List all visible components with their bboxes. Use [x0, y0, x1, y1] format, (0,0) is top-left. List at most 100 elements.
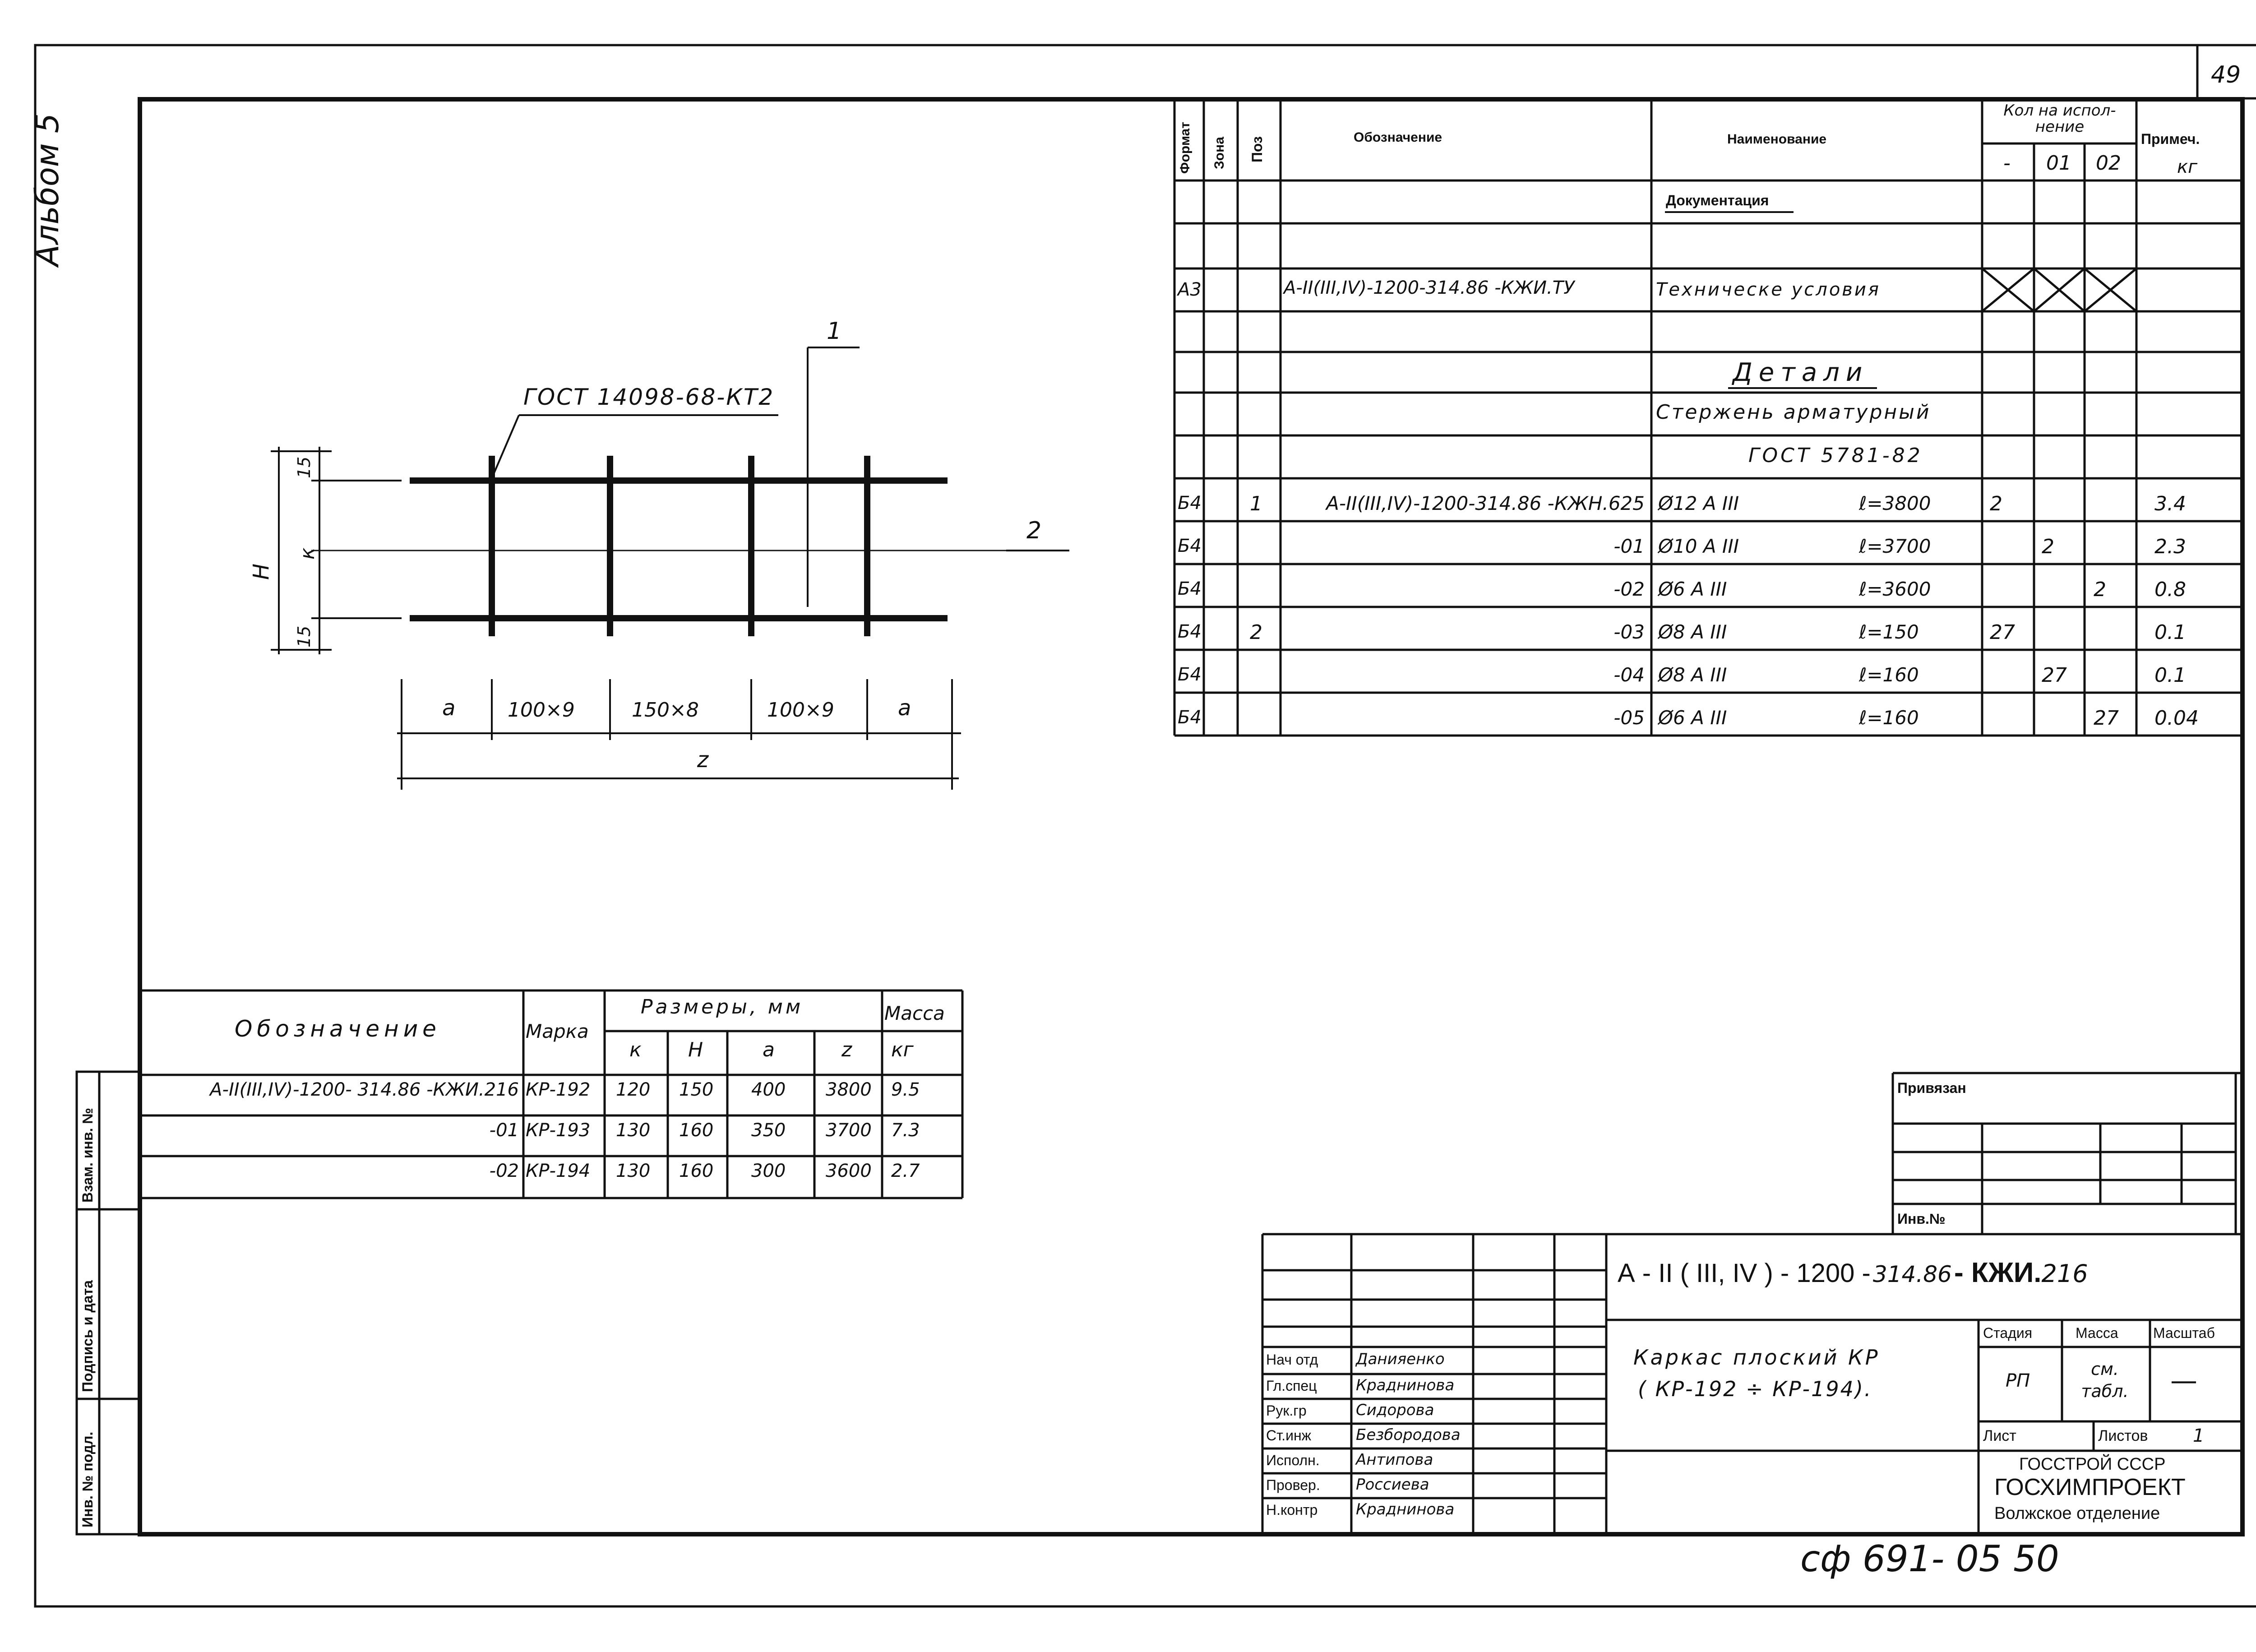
mass-label: Масса [2076, 1325, 2118, 1341]
size-row-mark: КР-193 [526, 1120, 591, 1141]
dim-15-top: 15 [294, 456, 314, 478]
side-stamp-grid [75, 1070, 141, 1536]
dim-100x9-left: 100×9 [508, 699, 575, 722]
spec-row-designation: -01 [1613, 535, 1645, 557]
dim-k: к [296, 547, 319, 560]
sheet-outer-frame [34, 44, 2256, 1608]
spec-row-format: Б4 [1178, 621, 1202, 642]
size-row-mass: 7.3 [891, 1120, 920, 1141]
title-line-1: Каркас плоский КР [1633, 1345, 1880, 1370]
spec-header-designation: Обозначение [1354, 130, 1442, 145]
size-row-a: 400 [751, 1079, 786, 1100]
sheets-label: Листов [2098, 1427, 2148, 1444]
scale-label: Масштаб [2153, 1325, 2215, 1341]
spec-row-length: ℓ=150 [1859, 621, 1919, 643]
rebar-cage-drawing [271, 347, 1069, 790]
spec-row-q2: 27 [2094, 707, 2119, 730]
spec-row-q0: 2 [1990, 492, 2002, 515]
spec-row-note: 0.8 [2154, 578, 2186, 601]
spec-row-designation: -05 [1613, 707, 1645, 729]
page-number: 49 [2211, 61, 2241, 88]
spec-row-dia: Ø8 А III [1658, 664, 1727, 686]
spec-section-documentation: Документация [1666, 192, 1769, 208]
spec-row-length: ℓ=3800 [1859, 492, 1931, 514]
role-name: Краднинова [1356, 1376, 1455, 1394]
size-row-z: 3700 [826, 1120, 872, 1141]
spec-doc-designation: А-II(III,IV)-1200-314.86 -КЖИ.ТУ [1284, 278, 1575, 298]
spec-row-dia: Ø6 А III [1658, 707, 1727, 729]
size-row-z: 3600 [826, 1161, 872, 1181]
sheet-inner-frame [138, 97, 2245, 1536]
role-label: Нач отд [1266, 1351, 1318, 1368]
spec-header-qty: Кол на испол-нение [2003, 102, 2116, 136]
role-label: Рук.гр [1266, 1402, 1307, 1419]
size-header-h: Н [688, 1038, 703, 1061]
spec-header-note: Примеч. [2141, 131, 2200, 147]
size-header-mark: Марка [526, 1020, 589, 1042]
dim-a-left: а [442, 695, 456, 721]
scale-value: — [2170, 1365, 2197, 1397]
size-row-h: 160 [679, 1161, 714, 1181]
size-header-mass-unit: кг [891, 1038, 914, 1061]
spec-header-note-unit: кг [2177, 157, 2198, 177]
size-header-a: а [763, 1038, 775, 1061]
dim-150x8: 150×8 [632, 699, 699, 722]
spec-header-qty-0: - [2003, 152, 2011, 175]
role-label: Гл.спец [1266, 1378, 1317, 1394]
spec-row-note: 3.4 [2154, 492, 2186, 515]
side-stamp-inv-podl: Инв. № подл. [79, 1431, 96, 1527]
role-name: Безбородова [1356, 1426, 1461, 1444]
document-code-main: А - II ( III, IV ) - 1200 - [1618, 1259, 1871, 1288]
size-row-mass: 2.7 [891, 1161, 920, 1181]
sheet-label: Лист [1983, 1427, 2016, 1444]
sheets-value: 1 [2193, 1425, 2205, 1446]
spec-header-qty-1: 01 [2046, 152, 2071, 175]
role-label: Исполн. [1266, 1452, 1320, 1468]
binding-grid [1891, 1072, 2242, 1234]
spec-row-note: 0.1 [2154, 621, 2186, 644]
callout-1: 1 [827, 318, 842, 345]
mass-value: см. табл. [2081, 1359, 2129, 1402]
role-label: Ст.инж [1266, 1427, 1312, 1444]
spec-row-length: ℓ=160 [1859, 707, 1919, 729]
spec-doc-name: Техническе условия [1656, 279, 1881, 300]
size-row-mass: 9.5 [891, 1079, 920, 1100]
spec-row-length: ℓ=3600 [1859, 578, 1931, 600]
spec-header-name: Наименование [1727, 132, 1827, 147]
document-code-num: 314.86 [1872, 1261, 1952, 1287]
document-code-end: 216 [2041, 1259, 2088, 1288]
spec-details-subtitle-2: ГОСТ 5781-82 [1748, 444, 1923, 467]
size-header-z: z [841, 1038, 852, 1061]
album-label: Альбом 5 [29, 113, 66, 266]
org-line-2: ГОСХИМПРОЕКТ [1994, 1474, 2186, 1500]
spec-row-q0: 27 [1990, 621, 2015, 644]
size-header-k: к [629, 1038, 642, 1061]
spec-row-pos: 2 [1250, 621, 1262, 644]
dim-z: z [697, 747, 709, 773]
size-header-designation: Обозначение [235, 1016, 441, 1042]
spec-row-note: 0.1 [2154, 664, 2186, 687]
spec-row-q1: 2 [2042, 535, 2054, 558]
size-row-k: 130 [616, 1120, 651, 1141]
spec-row-dia: Ø12 А III [1658, 492, 1739, 514]
document-code: А - II ( III, IV ) - 1200 - 314.86 - КЖИ… [1618, 1259, 2088, 1287]
role-name: Данияенко [1356, 1350, 1445, 1368]
spec-header-zone: Зона [1212, 137, 1227, 169]
stage-value: РП [2006, 1370, 2030, 1391]
spec-header-format: Формат [1178, 121, 1193, 174]
spec-row-designation: -03 [1613, 621, 1645, 643]
spec-table-grid [1173, 99, 2242, 737]
spec-row-format: Б4 [1178, 578, 1202, 599]
dim-100x9-right: 100×9 [767, 699, 834, 722]
spec-row-q1: 27 [2042, 664, 2067, 687]
role-name: Краднинова [1356, 1500, 1455, 1518]
size-row-h: 150 [679, 1079, 714, 1100]
spec-details-subtitle-1: Стержень арматурный [1656, 401, 1931, 424]
binding-inv-no: Инв.№ [1897, 1211, 1946, 1227]
spec-row-designation: А-II(III,IV)-1200-314.86 -КЖН.625 [1326, 492, 1645, 514]
role-label: Н.контр [1266, 1502, 1318, 1518]
spec-row-dia: Ø6 А III [1658, 578, 1727, 600]
spec-row-pos: 1 [1250, 492, 1262, 515]
role-name: Сидорова [1356, 1401, 1434, 1419]
